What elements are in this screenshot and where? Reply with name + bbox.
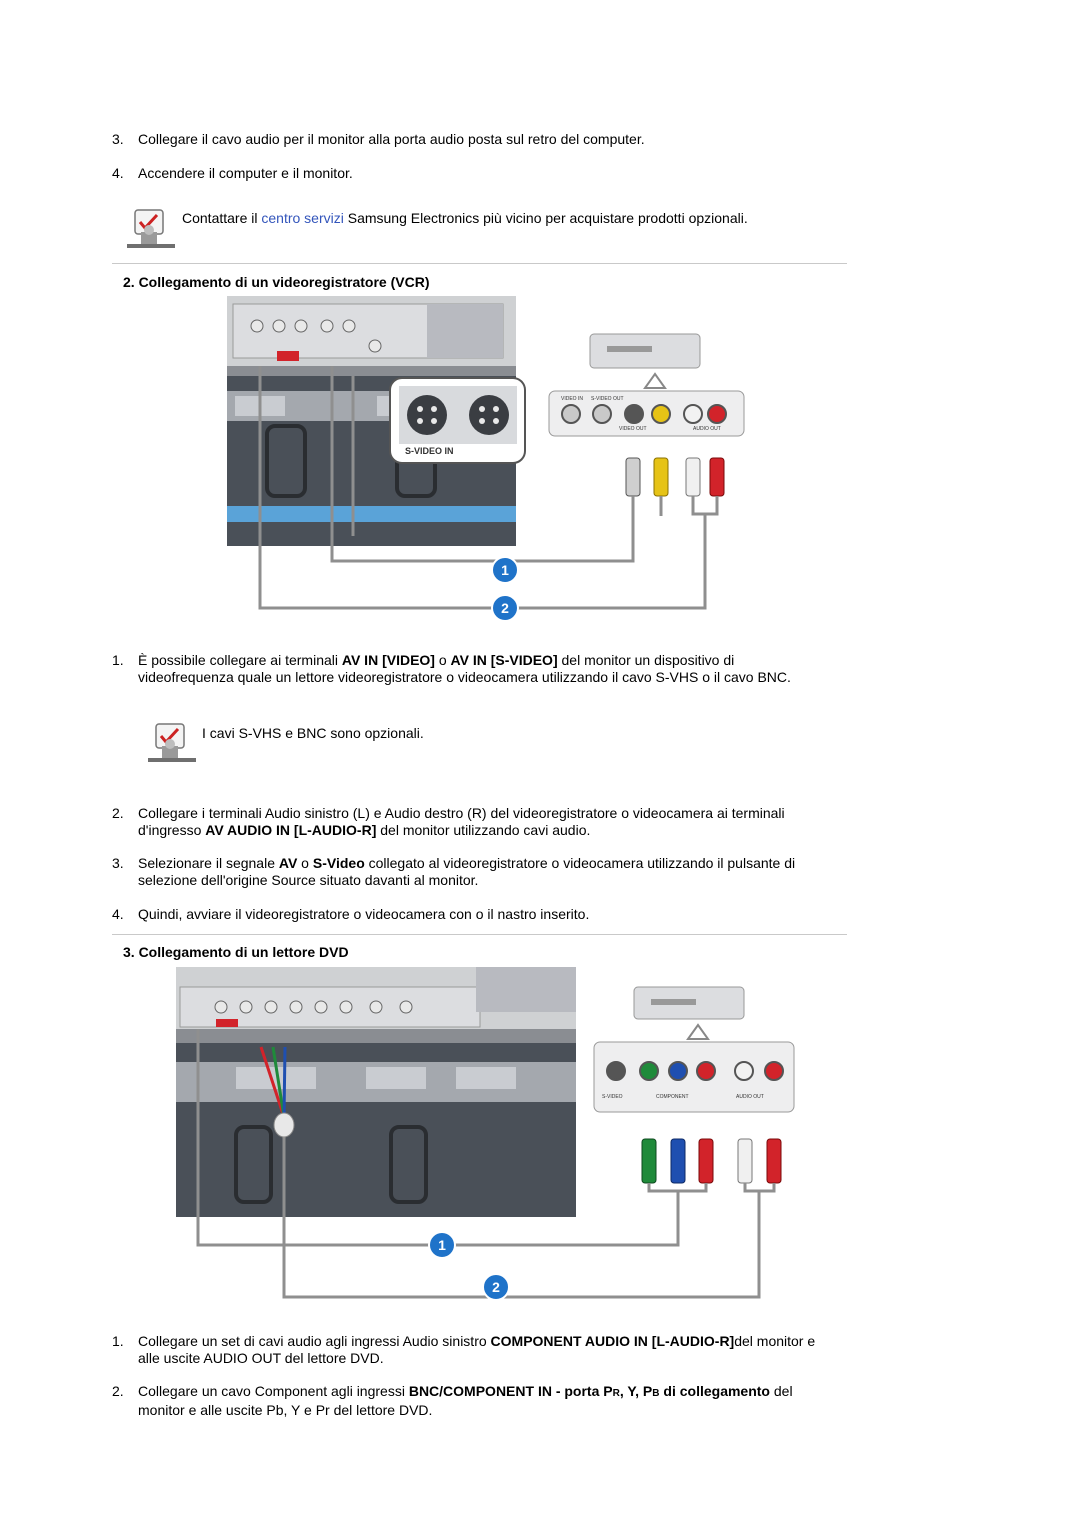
step-text: È possibile collegare ai terminali AV IN… xyxy=(138,652,791,685)
step-number: 4. xyxy=(112,165,124,181)
step-text: Quindi, avviare il videoregistratore o v… xyxy=(138,906,590,922)
vcr-connection-diagram: S-VIDEO IN VIDEO IN S-VIDEO OUT VIDEO OU… xyxy=(227,296,752,629)
badge-1: 1 xyxy=(438,1237,446,1253)
dvd-port-label: COMPONENT xyxy=(656,1094,689,1100)
step-number: 2. xyxy=(112,805,124,821)
note-text-after: Samsung Electronics più vicino per acqui… xyxy=(343,210,748,226)
separator xyxy=(112,263,847,264)
dvd-connection-diagram: S-VIDEO COMPONENT AUDIO OUT 1 2 xyxy=(176,967,798,1310)
step-number: 1. xyxy=(112,1333,124,1349)
step-text: Collegare il cavo audio per il monitor a… xyxy=(138,131,645,147)
step-text: Collegare un cavo Component agli ingress… xyxy=(138,1383,793,1418)
step-text: Selezionare il segnale AV o S-Video coll… xyxy=(138,855,796,888)
note-text: Contattare il centro servizi Samsung Ele… xyxy=(182,210,822,227)
vcr-note-text: I cavi S-VHS e BNC sono opzionali. xyxy=(202,725,424,741)
step-text: Collegare i terminali Audio sinistro (L)… xyxy=(138,805,785,838)
section-heading-vcr: 2. Collegamento di un videoregistratore … xyxy=(123,274,430,290)
note-icon xyxy=(125,208,177,250)
step-text: Collegare un set di cavi audio agli ingr… xyxy=(138,1333,816,1366)
separator xyxy=(112,934,847,935)
svideo-in-label: S-VIDEO IN xyxy=(405,446,454,456)
dvd-port-label: AUDIO OUT xyxy=(736,1094,764,1100)
section-heading-dvd: 3. Collegamento di un lettore DVD xyxy=(123,944,349,960)
badge-2: 2 xyxy=(492,1279,500,1295)
step-number: 3. xyxy=(112,131,124,147)
badge-1: 1 xyxy=(501,562,509,578)
step-text: Accendere il computer e il monitor. xyxy=(138,165,353,181)
badge-2: 2 xyxy=(501,600,509,616)
vcr-port-label: VIDEO OUT xyxy=(619,426,647,432)
step-number: 3. xyxy=(112,855,124,871)
step-number: 2. xyxy=(112,1383,124,1399)
vcr-port-label: AUDIO OUT xyxy=(693,426,721,432)
step-number: 4. xyxy=(112,906,124,922)
step-number: 1. xyxy=(112,652,124,668)
note-icon xyxy=(146,722,198,764)
service-center-link[interactable]: centro servizi xyxy=(261,210,344,226)
dvd-port-label: S-VIDEO xyxy=(602,1094,623,1100)
vcr-port-label: S-VIDEO OUT xyxy=(591,396,624,402)
vcr-port-label: VIDEO IN xyxy=(561,396,583,402)
note-text-before: Contattare il xyxy=(182,210,262,226)
